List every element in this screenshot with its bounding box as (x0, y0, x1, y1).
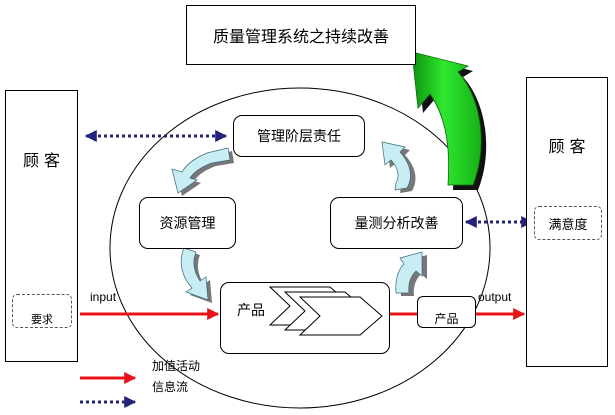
diagram-title: 质量管理系统之持续改善 (186, 5, 416, 65)
requirements-box: 要求 (12, 294, 72, 328)
legend-information-label: 信息流 (152, 380, 189, 394)
input-label: input (90, 290, 117, 304)
measurement-analysis-improvement-box: 量测分析改善 (330, 197, 463, 249)
satisfaction-box: 满意度 (534, 206, 602, 240)
legend-value-added-label: 加值活动 (152, 359, 201, 373)
product-chevrons (268, 286, 383, 336)
cycle-arrow-top-right (381, 141, 416, 193)
resource-management-box: 资源管理 (139, 197, 236, 249)
improvement-arrow (411, 51, 487, 190)
cycle-arrow-top-left (171, 147, 234, 196)
cycle-arrow-left (180, 247, 212, 303)
product-realization-box: 产品 (220, 282, 390, 354)
cycle-arrow-bottom-right (395, 251, 427, 296)
management-responsibility-box: 管理阶层责任 (233, 115, 365, 157)
product-output-box: 产品 (417, 296, 476, 328)
output-label: output (478, 290, 512, 304)
